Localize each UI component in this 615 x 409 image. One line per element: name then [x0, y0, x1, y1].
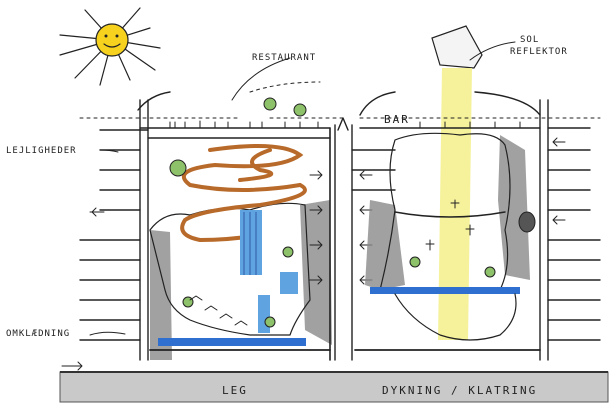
label-lejligheder: LEJLIGHEDER — [6, 146, 77, 156]
label-omklaedning: OMKLÆDNING — [6, 329, 70, 339]
arrow-icon — [79, 81, 601, 119]
arrow-icon — [61, 137, 566, 371]
label-sol: SOL — [520, 35, 539, 45]
left-building — [79, 91, 332, 361]
label-reflektor: REFLEKTOR — [510, 47, 568, 57]
slide — [180, 144, 307, 243]
central-core — [334, 117, 353, 361]
label-restaurant: RESTAURANT — [252, 53, 316, 63]
sun-icon — [59, 7, 161, 86]
person-icon — [419, 121, 521, 251]
tree-icon — [409, 256, 496, 278]
right-building — [351, 91, 601, 361]
person-icon — [169, 120, 319, 326]
label-dykning-klatring: DYKNING / KLATRING — [382, 384, 537, 397]
tree-icon — [169, 97, 307, 328]
label-leg: LEG — [222, 384, 248, 397]
solar-reflector-icon — [431, 25, 483, 69]
ground-band — [59, 371, 609, 403]
waterfall — [240, 210, 298, 333]
label-bar: BAR — [384, 113, 410, 126]
